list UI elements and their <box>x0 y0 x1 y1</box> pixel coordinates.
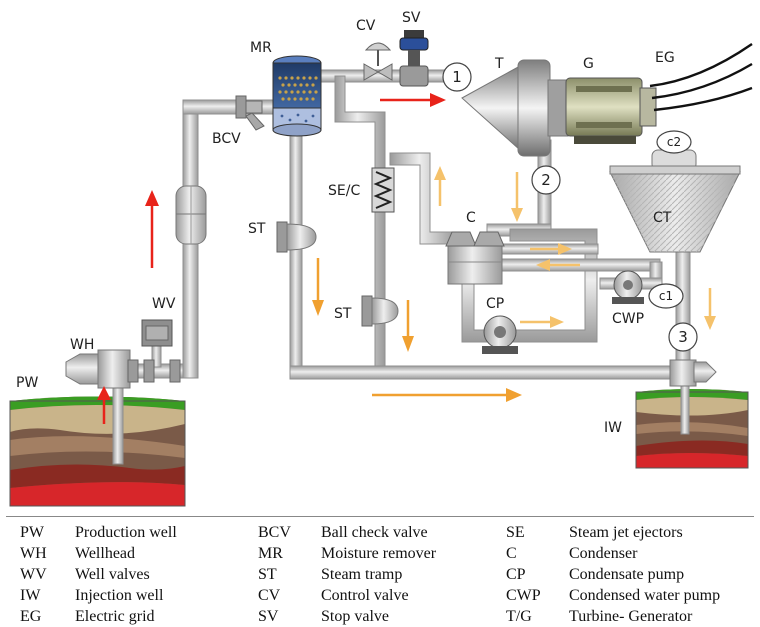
legend-desc: Condensed water pump <box>569 587 721 604</box>
legend-row: EG Electric grid SV Stop valve T/G Turbine- G… <box>20 606 759 627</box>
condensate-pump <box>482 315 518 354</box>
label-sv: SV <box>402 10 421 26</box>
production-well-ground <box>9 396 186 507</box>
label-cwp: CWP <box>612 311 644 327</box>
label-wv: WV <box>152 296 176 312</box>
legend-desc: Moisture remover <box>321 545 437 562</box>
legend-abbr: SV <box>258 608 279 625</box>
legend-desc: Turbine- Generator <box>569 608 693 625</box>
label-wh: WH <box>70 337 94 353</box>
legend-desc: Condenser <box>569 545 638 562</box>
legend-desc: Wellhead <box>75 545 136 562</box>
electric-grid-cables <box>649 43 753 112</box>
legend-table: PW Production well BCV Ball check valve SE St… <box>20 522 759 627</box>
legend-desc: Ball check valve <box>321 524 428 541</box>
abbreviation-legend: PW Production well BCV Ball check valve SE St… <box>20 522 760 627</box>
label-st-upper: ST <box>248 221 266 237</box>
legend-row: PW Production well BCV Ball check valve SE St… <box>20 522 759 543</box>
state-point-c1: c1 <box>648 283 684 309</box>
legend-abbr: EG <box>20 608 42 625</box>
label-st-lower: ST <box>334 306 352 322</box>
legend-abbr: SE <box>506 524 525 541</box>
steam-trap-lower <box>361 295 399 327</box>
ball-check-valve <box>235 95 265 131</box>
svg-text:c2: c2 <box>667 135 681 149</box>
legend-abbr: ST <box>258 566 277 583</box>
legend-desc: Production well <box>75 524 177 541</box>
svg-text:3: 3 <box>678 328 688 346</box>
control-valve <box>363 42 393 81</box>
legend-desc: Injection well <box>75 587 164 604</box>
legend-abbr: PW <box>20 524 44 541</box>
svg-text:c1: c1 <box>659 289 673 303</box>
label-bcv: BCV <box>212 131 241 147</box>
state-point-1: 1 <box>442 62 472 92</box>
label-eg: EG <box>655 50 675 66</box>
state-point-c2: c2 <box>656 130 692 154</box>
label-iw: IW <box>604 420 622 436</box>
label-c: C <box>466 210 476 226</box>
flow-arrows <box>97 93 716 424</box>
steam-jet-ejector <box>371 167 395 213</box>
label-se-c: SE/C <box>328 183 360 199</box>
legend-desc: Stop valve <box>321 608 389 625</box>
legend-abbr: BCV <box>258 524 291 541</box>
legend-desc: Electric grid <box>75 608 155 625</box>
legend-divider <box>6 516 754 517</box>
state-point-2: 2 <box>531 165 561 195</box>
steam-trap-upper <box>276 221 317 253</box>
legend-abbr: CP <box>506 566 526 583</box>
label-cp: CP <box>486 296 504 312</box>
legend-abbr: CWP <box>506 587 541 604</box>
legend-desc: Steam tramp <box>321 566 403 583</box>
svg-text:1: 1 <box>452 68 462 86</box>
legend-abbr: CV <box>258 587 281 604</box>
injection-well-ground <box>635 389 749 469</box>
label-pw: PW <box>16 375 38 391</box>
legend-abbr: IW <box>20 587 41 604</box>
condenser <box>445 231 505 285</box>
svg-text:2: 2 <box>541 171 551 189</box>
well-valve <box>127 319 181 383</box>
legend-desc: Well valves <box>75 566 150 583</box>
legend-abbr: MR <box>258 545 283 562</box>
riser-separator <box>175 185 207 245</box>
turbine <box>461 59 569 157</box>
legend-row: WH Wellhead MR Moisture remover C Condenser <box>20 543 759 564</box>
legend-row: WV Well valves ST Steam tramp CP Condensate p… <box>20 564 759 585</box>
legend-row: IW Injection well CV Control valve CWP Conden… <box>20 585 759 606</box>
label-t: T <box>494 56 504 72</box>
cooling-tower <box>609 149 741 253</box>
legend-abbr: WV <box>20 566 47 583</box>
legend-desc: Control valve <box>321 587 409 604</box>
moisture-remover <box>272 55 322 137</box>
legend-desc: Steam jet ejectors <box>569 524 683 541</box>
component-labels: PW WH WV BCV MR CV SV T G EG SE/C ST ST … <box>16 10 675 436</box>
injection-wellhead <box>669 359 717 387</box>
state-point-3: 3 <box>668 322 698 352</box>
label-cv: CV <box>356 18 376 34</box>
label-mr: MR <box>250 40 272 56</box>
geothermal-plant-diagram: 1 2 3 c1 c2 PW WH WV BCV MR CV SV T G EG… <box>9 10 753 507</box>
wellhead <box>65 349 131 389</box>
condensed-water-pump <box>612 270 644 304</box>
legend-abbr: T/G <box>506 608 532 625</box>
legend-desc: Condensate pump <box>569 566 685 583</box>
label-ct: CT <box>653 210 672 226</box>
label-g: G <box>583 56 594 72</box>
stop-valve <box>399 30 429 87</box>
generator <box>565 77 657 144</box>
legend-abbr: WH <box>20 545 47 562</box>
legend-abbr: C <box>506 545 517 562</box>
